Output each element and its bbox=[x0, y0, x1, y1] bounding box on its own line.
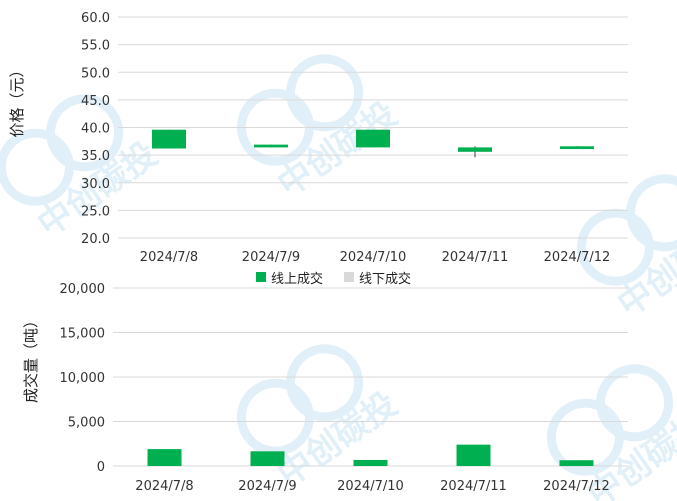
legend-swatch bbox=[256, 272, 266, 282]
price-x-tick-label: 2024/7/12 bbox=[544, 250, 611, 265]
watermark-ring bbox=[546, 398, 624, 476]
watermark-logo: 中创碳投 bbox=[236, 54, 405, 205]
legend: 线上成交 线下成交 bbox=[256, 271, 411, 287]
watermark-logo: 中创碳投 bbox=[576, 174, 677, 325]
legend-label: 线上成交 bbox=[271, 271, 323, 287]
candle-body bbox=[254, 144, 288, 148]
price-y-tick-label: 60.0 bbox=[81, 11, 110, 26]
volume-chart: 0 5,000 10,000 15,000 20,000 成交量（吨） 2024/7/8 20… bbox=[22, 282, 628, 494]
price-y-tick-label: 25.0 bbox=[81, 204, 110, 219]
watermark-ring bbox=[576, 208, 654, 286]
price-x-tick-label: 2024/7/9 bbox=[242, 250, 300, 265]
price-y-tick-label: 40.0 bbox=[81, 122, 110, 137]
price-y-tick-label: 55.0 bbox=[81, 39, 110, 54]
candle-body bbox=[152, 129, 186, 149]
watermark-ring bbox=[596, 364, 674, 442]
price-y-tick-label: 50.0 bbox=[81, 66, 110, 81]
price-y-tick-label: 45.0 bbox=[81, 94, 110, 109]
watermark-ring bbox=[0, 128, 74, 206]
price-y-tick-label: 30.0 bbox=[81, 177, 110, 192]
watermark-ring bbox=[236, 378, 314, 456]
price-chart: 20.0 25.0 30.0 35.0 40.0 45.0 50.0 55.0 60.0 价格（元… bbox=[8, 11, 628, 265]
volume-bar bbox=[353, 459, 388, 466]
volume-x-tick-label: 2024/7/8 bbox=[135, 479, 193, 494]
candle-body bbox=[458, 147, 492, 152]
price-x-tick-label: 2024/7/11 bbox=[442, 250, 509, 265]
legend-label: 线下成交 bbox=[359, 271, 411, 287]
price-x-tick-label: 2024/7/10 bbox=[340, 250, 407, 265]
volume-bar bbox=[559, 460, 594, 466]
watermark-ring bbox=[286, 344, 364, 422]
price-x-tick-label: 2024/7/8 bbox=[140, 250, 198, 265]
volume-x-tick-label: 2024/7/11 bbox=[440, 479, 507, 494]
watermark-ring bbox=[46, 94, 124, 172]
candle-body bbox=[560, 146, 594, 150]
volume-y-axis-label: 成交量（吨） bbox=[22, 313, 40, 403]
volume-x-tick-label: 2024/7/10 bbox=[337, 479, 404, 494]
volume-x-tick-label: 2024/7/12 bbox=[543, 479, 610, 494]
volume-y-tick-label: 5,000 bbox=[68, 416, 105, 431]
volume-y-tick-label: 0 bbox=[97, 460, 105, 475]
price-y-tick-label: 35.0 bbox=[81, 149, 110, 164]
price-y-tick-label: 20.0 bbox=[81, 232, 110, 247]
legend-swatch bbox=[344, 272, 354, 282]
price-y-axis-label: 价格（元） bbox=[8, 62, 26, 137]
candle-body bbox=[356, 129, 390, 148]
volume-y-tick-label: 10,000 bbox=[60, 371, 106, 386]
volume-bar bbox=[456, 444, 491, 466]
volume-y-tick-label: 20,000 bbox=[60, 282, 106, 297]
watermark-logo: 中创碳投 bbox=[236, 344, 405, 495]
watermark-ring bbox=[286, 54, 364, 132]
volume-bar bbox=[250, 451, 285, 466]
volume-y-tick-label: 15,000 bbox=[60, 327, 106, 342]
watermark-text: 中创碳投 bbox=[270, 94, 404, 205]
watermark-ring bbox=[626, 174, 677, 252]
volume-bar bbox=[147, 449, 182, 466]
volume-x-tick-label: 2024/7/9 bbox=[238, 479, 296, 494]
